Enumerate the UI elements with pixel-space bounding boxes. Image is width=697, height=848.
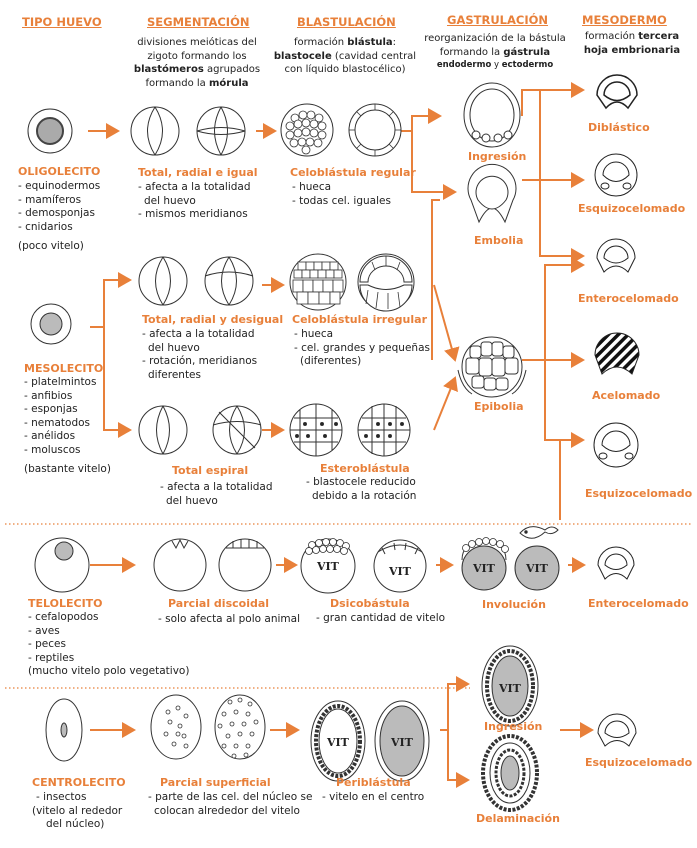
meso-entero1 <box>597 239 635 272</box>
mesolecito-title: MESOLECITO <box>24 362 103 376</box>
mesodermo-description: formación tercera hoja embrionaria <box>572 30 692 57</box>
seg-radial-igual-list: - afecta a la totalidad del huevo - mism… <box>138 181 251 222</box>
discoblastula-list: - gran cantidad de vitelo <box>316 612 445 626</box>
centrolecito-list: - insectos (vitelo al rededor del núcleo… <box>32 791 122 832</box>
meso-esquizo1 <box>595 154 637 196</box>
meso-diblastico-label: Diblástico <box>588 121 650 135</box>
meso-acelomado-label: Acelomado <box>592 389 660 403</box>
header-mesodermo: MESODERMO <box>582 14 667 28</box>
telolecito-title: TELOLECITO <box>28 597 103 611</box>
esteroblastula <box>290 404 410 456</box>
meso-entero1-label: Enterocelomado <box>578 292 679 306</box>
centrolecito-egg <box>46 699 82 761</box>
vit-label-discoblastula2: VIT <box>389 565 411 579</box>
gastrula-delaminacion-label: Delaminación <box>476 812 560 826</box>
esteroblastula-label: Esteroblástula <box>320 462 410 476</box>
seg-radial-desigual-list: - afecta a la totalidad del huevo - rota… <box>142 328 257 382</box>
seg-radial-igual-label: Total, radial e igual <box>138 166 258 180</box>
header-tipo-huevo: TIPO HUEVO <box>22 16 102 30</box>
gastrula-involucion-label: Involución <box>482 598 546 612</box>
meso-esquizo1-label: Esquizocelomado <box>578 202 685 216</box>
centrolecito-title: CENTROLECITO <box>32 776 126 790</box>
header-gastrulacion: GASTRULACIÓN <box>447 14 548 28</box>
seg-espiral-label: Total espiral <box>172 464 248 478</box>
gastrula-involucion <box>462 527 559 590</box>
header-segmentacion: SEGMENTACIÓN <box>147 16 249 30</box>
meso-esquizo3 <box>598 714 636 746</box>
seg-radial-desigual-label: Total, radial y desigual <box>142 313 283 327</box>
gastrula-epibolia-label: Epibolia <box>474 400 524 414</box>
seg-discoidal-list: - solo afecta al polo animal <box>158 613 300 627</box>
meso-diblastico <box>597 75 637 108</box>
vit-label-involucion2: VIT <box>526 562 548 576</box>
gastrula-ingresion-label: Ingresión <box>468 150 526 164</box>
gastrula-epibolia <box>458 337 526 397</box>
seg-radial-igual <box>131 107 245 155</box>
meso-entero2 <box>598 547 634 579</box>
periblastula-label: Periblástula <box>336 776 411 790</box>
mesolecito-list: - platelmintos - anfibios - esponjas - n… <box>24 376 111 477</box>
header-blastulacion: BLASTULACIÓN <box>297 16 396 30</box>
vit-label-involucion1: VIT <box>473 562 495 576</box>
oligolecito-list: - equinodermos - mamíferos - demosponjas… <box>18 180 100 254</box>
oligolecito-egg <box>28 109 72 153</box>
vit-label-discoblastula: VIT <box>317 560 339 574</box>
gastrula-embolia-label: Embolia <box>474 234 523 248</box>
meso-entero2-label: Enterocelomado <box>588 597 689 611</box>
gastrula-delaminacion <box>483 736 537 810</box>
telolecito-egg <box>35 538 89 592</box>
meso-acelomado <box>595 333 639 374</box>
vit-label-ingresion2: VIT <box>499 682 521 696</box>
segmentacion-description: divisiones meióticas del zigoto formando… <box>122 36 272 90</box>
seg-radial-desigual <box>139 257 253 305</box>
gastrula-ingresion2-label: Ingresión <box>484 720 542 734</box>
seg-superficial-list: - parte de las cel. del núcleo se coloca… <box>148 791 312 818</box>
blastulacion-description: formación blástula: blastocele (cavidad … <box>270 36 420 77</box>
vit-label-periblastula2: VIT <box>391 736 413 750</box>
seg-espiral-list: - afecta a la totalidad del huevo <box>160 481 273 508</box>
periblastula-list: - vitelo en el centro <box>322 791 424 805</box>
celoblastula-irregular <box>290 254 414 311</box>
discoblastula-label: Dsicobástula <box>330 597 410 611</box>
seg-discoidal-label: Parcial discoidal <box>168 597 269 611</box>
celoblastula-irregular-list: - hueca - cel. grandes y pequeñas (difer… <box>294 328 430 369</box>
celoblastula-regular <box>281 104 401 156</box>
seg-espiral <box>139 406 261 454</box>
vit-label-periblastula1: VIT <box>327 736 349 750</box>
esteroblastula-list: - blastocele reducido debido a la rotaci… <box>306 476 416 503</box>
oligolecito-title: OLIGOLECITO <box>18 165 100 179</box>
meso-esquizo2-label: Esquizocelomado <box>585 487 692 501</box>
celoblastula-regular-list: - hueca - todas cel. iguales <box>292 181 391 208</box>
meso-esquizo2 <box>594 423 638 467</box>
celoblastula-irregular-label: Celoblástula irregular <box>292 313 427 327</box>
seg-superficial <box>151 695 265 759</box>
seg-superficial-label: Parcial superficial <box>160 776 271 790</box>
gastrula-embolia <box>468 164 516 222</box>
mesolecito-egg <box>31 304 71 344</box>
meso-esquizo3-label: Esquizocelomado <box>585 756 692 770</box>
gastrulacion-description: reorganización de la bástula formando la… <box>420 32 570 73</box>
gastrula-ingresion <box>464 83 520 147</box>
seg-discoidal <box>154 539 271 591</box>
celoblastula-regular-label: Celoblástula regular <box>290 166 416 180</box>
